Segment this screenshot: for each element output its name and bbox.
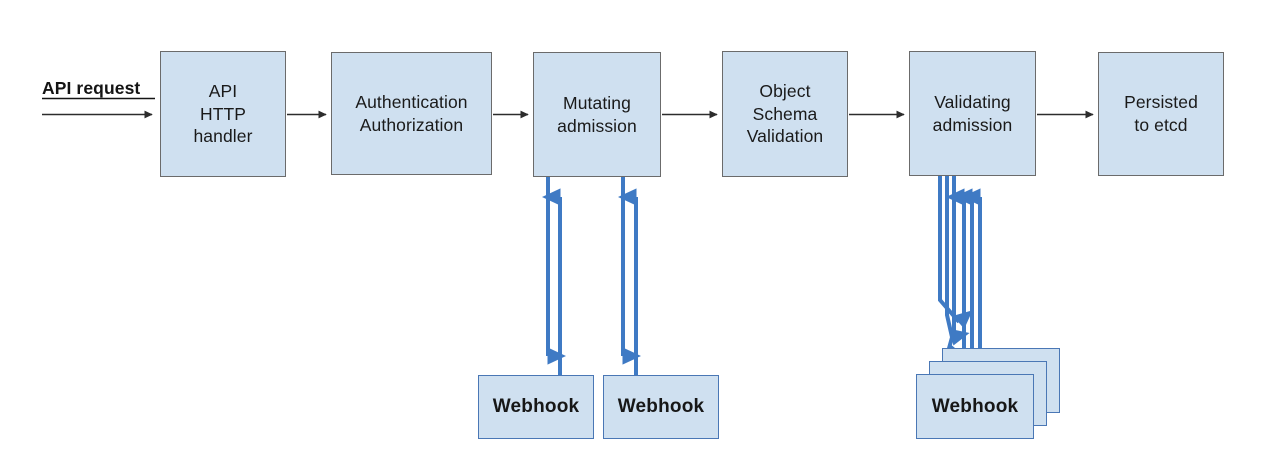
webhook-mutating-2[interactable]: Webhook [603,375,719,439]
webhook-validating-1[interactable]: Webhook [916,374,1034,439]
connector-validating-admission-to-webhook-validating-2 [945,176,970,346]
node-validating-admission-label: Validating admission [932,91,1013,135]
webhook-mutating-1[interactable]: Webhook [478,375,594,439]
connector-entry-to-api-http-handler [42,97,155,119]
connector-validating-admission-to-webhook-validating-1 [938,176,973,329]
node-api-http-handler[interactable]: API HTTP handler [160,51,286,177]
webhook-mutating-2-label: Webhook [617,396,705,417]
node-object-schema-validation-label: Object Schema Validation [746,80,824,147]
node-persisted-to-etcd[interactable]: Persisted to etcd [1098,52,1224,176]
node-validating-admission[interactable]: Validating admission [909,51,1036,176]
node-mutating-admission-label: Mutating admission [557,92,637,136]
node-persisted-to-etcd-label: Persisted to etcd [1124,92,1198,135]
node-object-schema-validation[interactable]: Object Schema Validation [722,51,848,177]
webhook-mutating-1-label: Webhook [492,396,580,417]
api-request-label: API request [42,78,141,98]
node-authentication-authorization-label: Authentication Authorization [355,91,468,135]
node-api-http-handler-label: API HTTP handler [193,80,253,147]
connector-validating-admission-to-webhook-validating-3 [945,176,966,361]
node-authentication-authorization[interactable]: Authentication Authorization [331,52,492,175]
webhook-validating-1-label: Webhook [931,395,1019,417]
node-mutating-admission[interactable]: Mutating admission [533,52,661,177]
